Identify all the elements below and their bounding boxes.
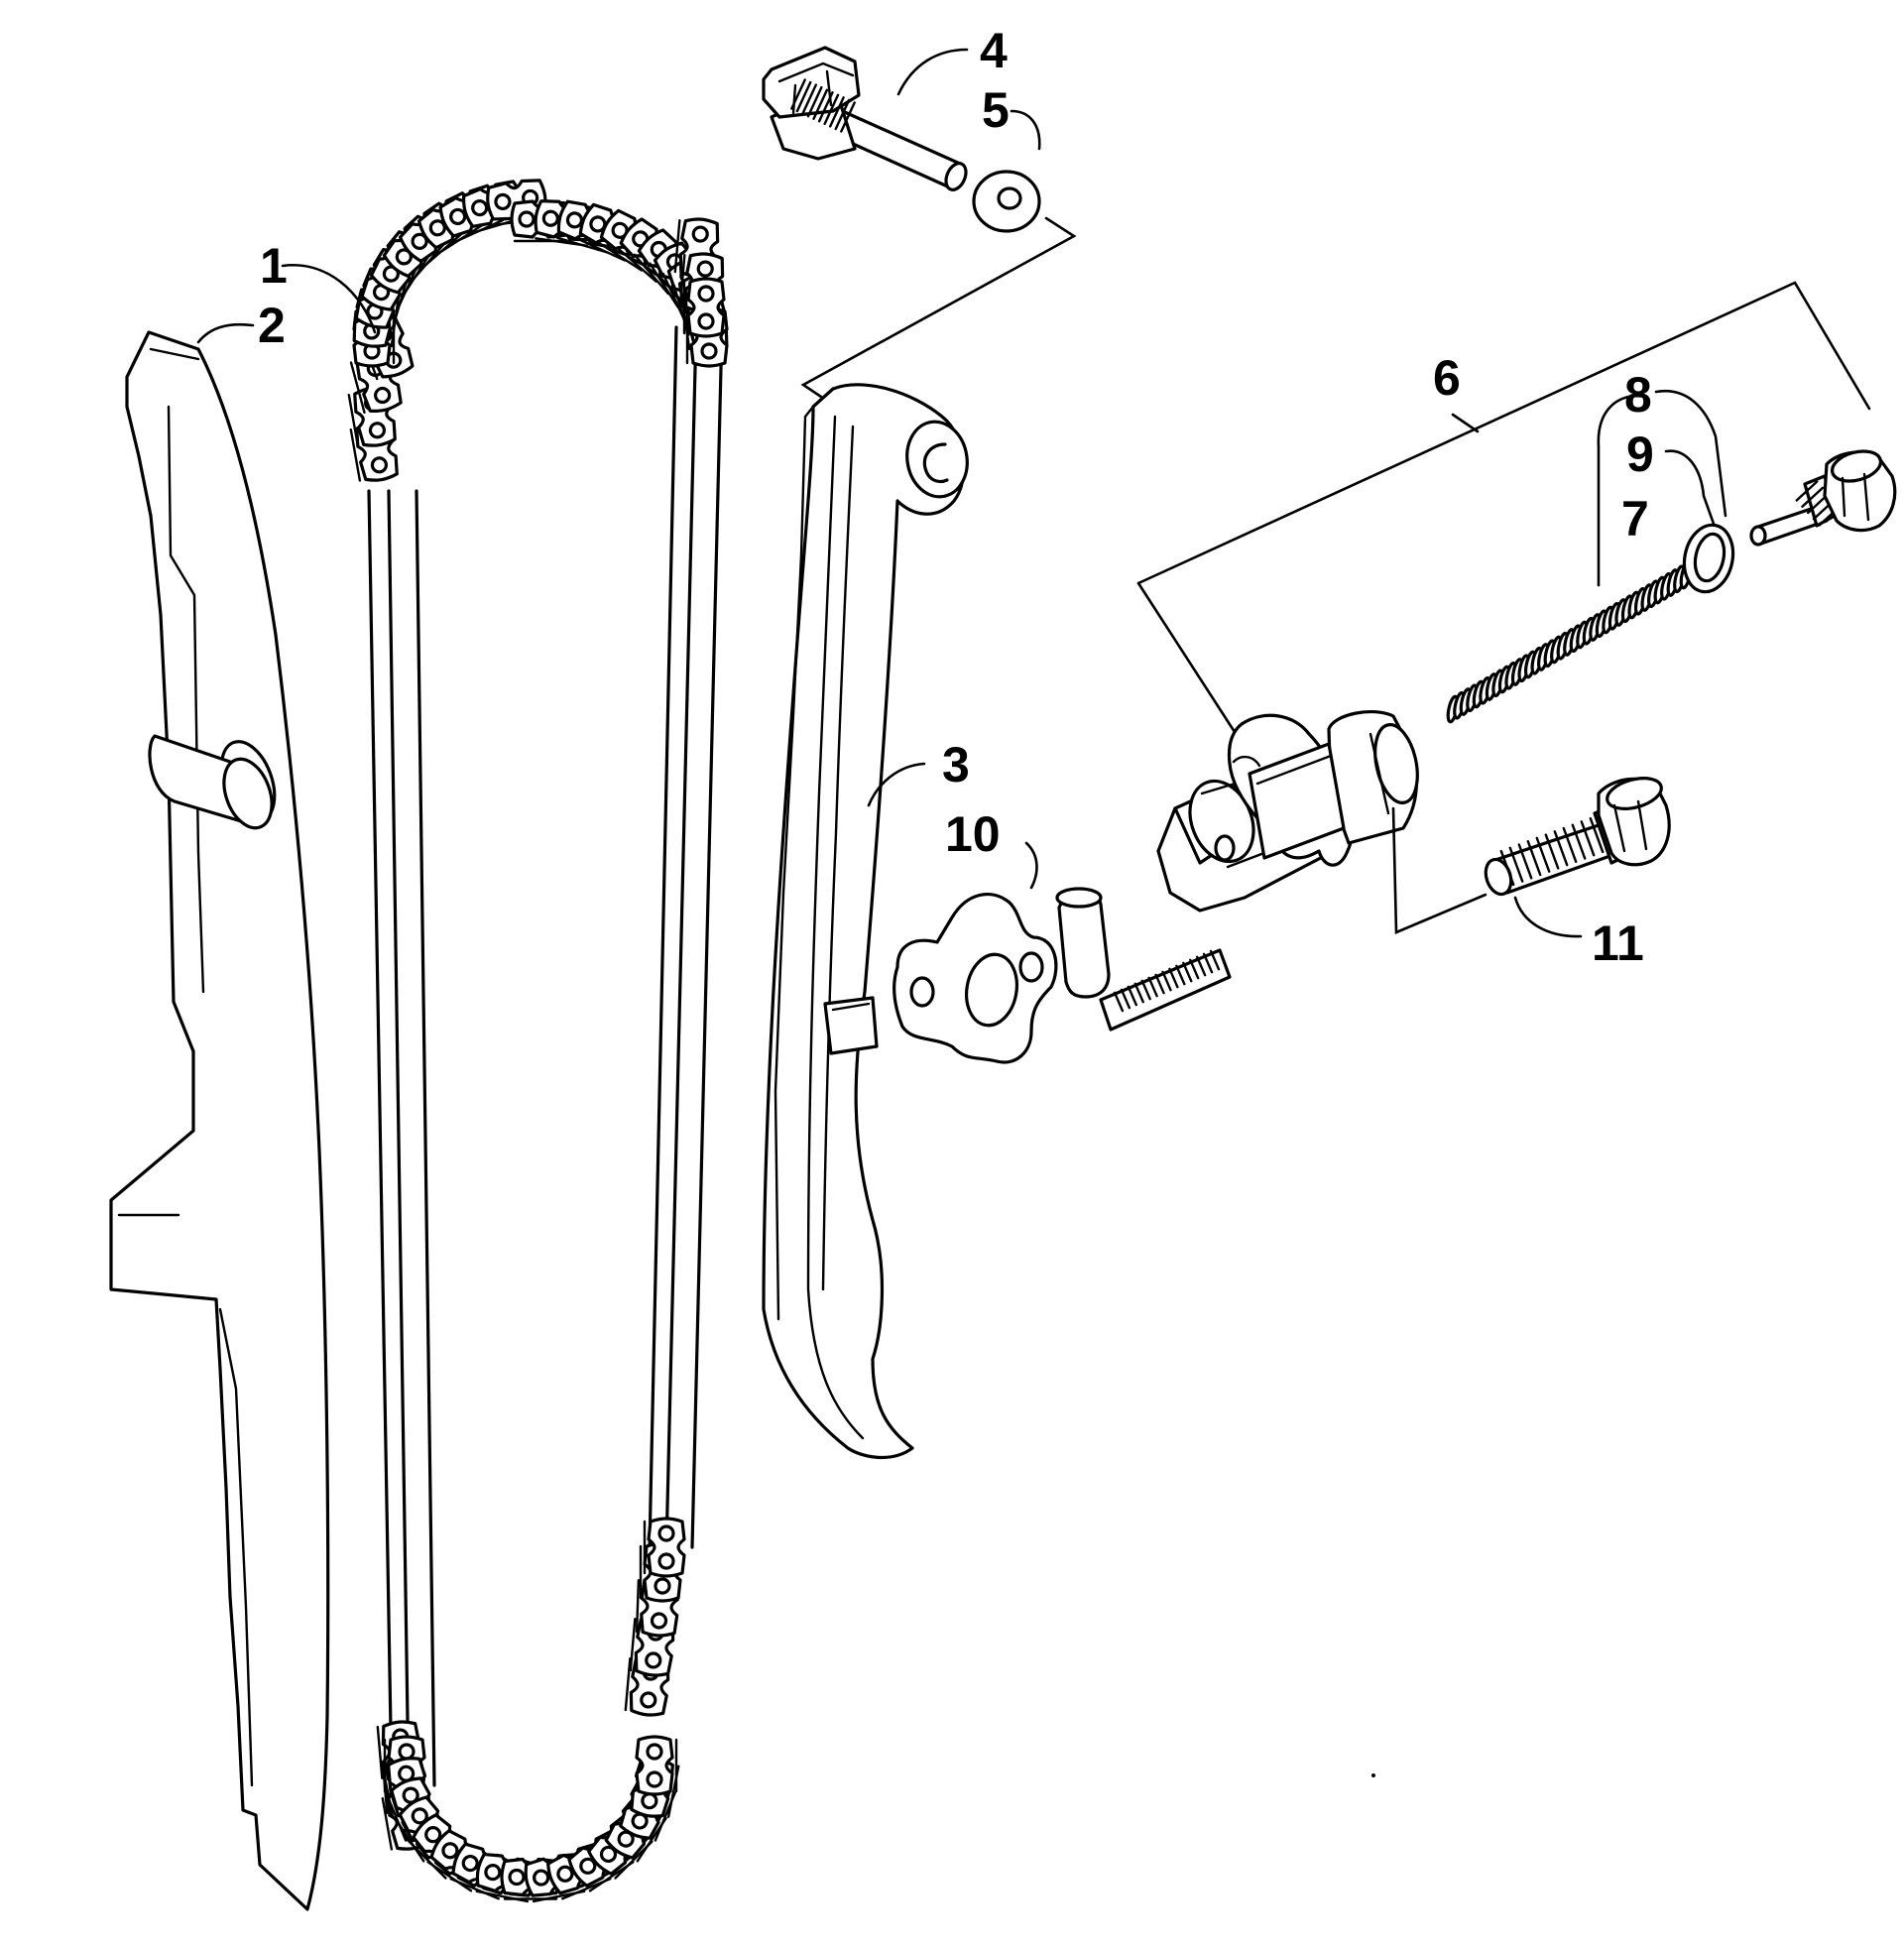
callout-8[interactable]: 8 — [1624, 367, 1652, 423]
chain-link — [643, 1517, 686, 1578]
gasket[interactable] — [892, 893, 1058, 1064]
cam-chain[interactable] — [347, 178, 729, 1903]
pivot-bolt[interactable] — [762, 46, 970, 192]
callout-7[interactable]: 7 — [1621, 491, 1649, 547]
leader-lines — [196, 48, 1727, 938]
o-ring[interactable] — [1678, 521, 1738, 596]
callout-9[interactable]: 9 — [1626, 427, 1654, 482]
callout-10[interactable]: 10 — [945, 806, 1001, 862]
chain-lower-loop — [376, 1517, 686, 1903]
chain-upper-loop — [347, 179, 729, 482]
tensioner-arm[interactable] — [762, 383, 973, 1460]
callout-5[interactable]: 5 — [982, 82, 1010, 138]
speck — [1371, 1773, 1375, 1777]
chain-link — [682, 277, 726, 338]
callouts: 1 2 3 4 5 6 7 8 9 10 11 — [258, 23, 1654, 971]
chain-guide-rear[interactable] — [109, 330, 330, 1911]
tensioner-assembly[interactable] — [1055, 709, 1424, 1032]
spring[interactable] — [1446, 560, 1693, 724]
callout-3[interactable]: 3 — [942, 737, 970, 792]
assembly-lines — [800, 216, 1871, 934]
washer[interactable] — [972, 170, 1041, 233]
chain-link — [635, 1735, 678, 1796]
callout-4[interactable]: 4 — [980, 23, 1008, 78]
cap-bolt[interactable] — [1749, 446, 1897, 547]
cap-screw[interactable] — [1482, 773, 1671, 898]
callout-6[interactable]: 6 — [1433, 350, 1461, 406]
callout-2[interactable]: 2 — [258, 298, 286, 353]
callout-11[interactable]: 11 — [1592, 915, 1644, 971]
callout-1[interactable]: 1 — [260, 238, 288, 294]
